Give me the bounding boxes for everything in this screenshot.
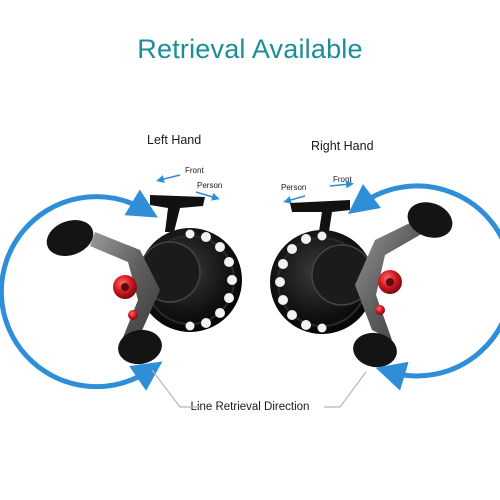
left-circular-arrow-icon [0, 189, 163, 391]
right-person-label: Person [281, 183, 307, 192]
left-person-arrow-icon [195, 191, 220, 201]
right-front-arrow-icon [329, 180, 354, 189]
left-person-label: Person [197, 181, 223, 190]
right-person-arrow-icon [283, 195, 306, 204]
right-hand-label: Right Hand [311, 139, 374, 153]
line-retrieval-direction-label: Line Retrieval Direction [190, 401, 310, 413]
page-title: Retrieval Available [137, 34, 363, 64]
right-circular-arrow-icon [347, 183, 500, 391]
left-front-label: Front [185, 166, 204, 175]
right-front-label: Front [333, 175, 352, 184]
left-front-arrow-icon [156, 174, 181, 183]
left-fishing-reel-icon [46, 195, 242, 365]
right-fishing-reel-icon [270, 200, 453, 368]
callout-lines [151, 369, 367, 408]
left-hand-label: Left Hand [147, 133, 202, 147]
